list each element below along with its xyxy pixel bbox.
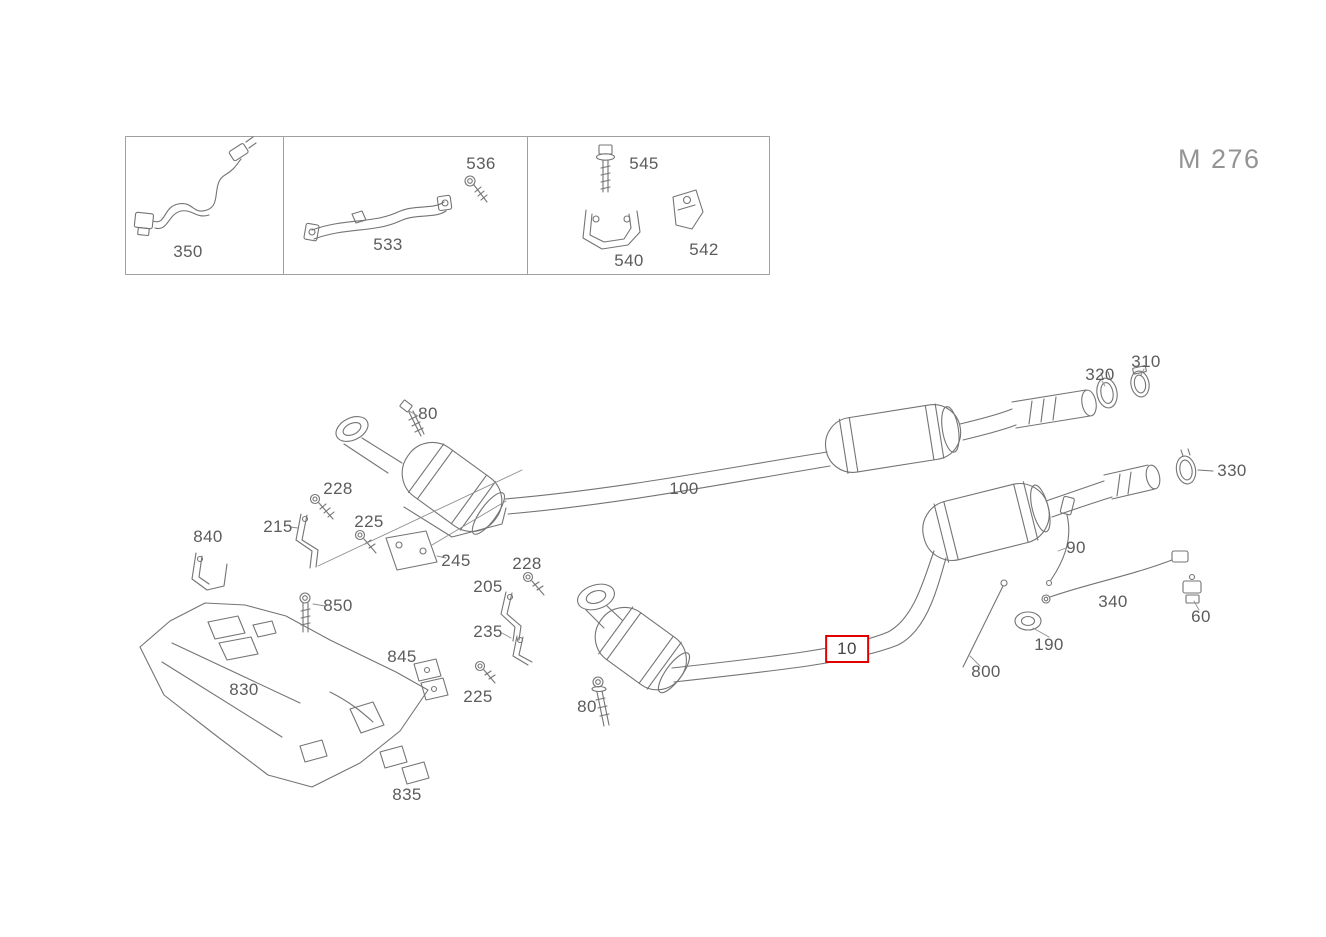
rear-muffler-lower-art	[922, 481, 1051, 563]
part-190-gasket-art	[1014, 611, 1042, 631]
part-label[interactable]: 215	[263, 517, 293, 536]
part-label[interactable]: 320	[1085, 365, 1115, 384]
part-label[interactable]: 536	[466, 154, 496, 173]
part-245-bracket-art	[385, 530, 438, 571]
inset-box	[125, 136, 770, 275]
part-label[interactable]: 330	[1217, 461, 1247, 480]
part-label[interactable]: 245	[441, 551, 471, 570]
part-label[interactable]: 850	[323, 596, 353, 615]
leader-lines	[289, 368, 1200, 667]
part-label[interactable]: 350	[173, 242, 203, 261]
part-100-front-pipe-art	[504, 451, 831, 515]
part-label[interactable]: 845	[387, 647, 417, 666]
part-533-bracket-art	[303, 194, 453, 242]
part-label[interactable]: 190	[1034, 635, 1064, 654]
part-330-clamp-art	[1175, 448, 1214, 485]
part-840-bracket-art	[191, 552, 228, 591]
part-215-bracket-art	[295, 513, 319, 569]
part-label[interactable]: 310	[1131, 352, 1161, 371]
part-label[interactable]: 800	[971, 662, 1001, 681]
part-label[interactable]: 830	[229, 680, 259, 699]
part-label[interactable]: 228	[323, 479, 353, 498]
part-542-bracket-art	[672, 189, 704, 230]
part-label[interactable]: 205	[473, 577, 503, 596]
part-228-lower-bolt-art	[522, 571, 545, 596]
part-90-oxygen-sensor-art	[1045, 495, 1075, 587]
part-label[interactable]: 80	[577, 697, 597, 716]
part-350-oxygen-sensor-art	[133, 136, 257, 237]
part-205-bracket-art	[500, 591, 522, 642]
part-800-probe-art	[962, 579, 1008, 668]
part-label[interactable]: 542	[689, 240, 719, 259]
part-835-brackets-art	[379, 745, 430, 785]
part-label[interactable]: 545	[629, 154, 659, 173]
engine-code: M 276	[1178, 144, 1261, 174]
part-10-center-pipe-art	[671, 550, 947, 683]
part-340-oxygen-sensor-art	[1041, 550, 1189, 604]
part-label[interactable]: 840	[193, 527, 223, 546]
part-80-lower-bolt-art	[591, 676, 610, 727]
part-label[interactable]: 225	[463, 687, 493, 706]
part-830-heat-shield-art	[139, 602, 429, 788]
rear-muffler-upper-art	[824, 403, 962, 475]
part-label[interactable]: 340	[1098, 592, 1128, 611]
part-label[interactable]: 225	[354, 512, 384, 531]
part-545-bolt-art	[595, 144, 616, 193]
part-label[interactable]: 100	[669, 479, 699, 498]
part-label[interactable]: 835	[392, 785, 422, 804]
part-310-clamp-art	[1130, 365, 1150, 398]
lower-tailpipe-art	[1045, 464, 1161, 518]
selected-part-label[interactable]: 10	[825, 635, 869, 663]
lower-flange-art	[577, 583, 623, 629]
lower-catalyst-art	[594, 606, 691, 694]
part-label[interactable]: 60	[1191, 607, 1211, 626]
part-320-clamp-art	[1096, 371, 1118, 409]
part-label[interactable]: 235	[473, 622, 503, 641]
part-225-upper-bolt-art	[354, 529, 377, 554]
upper-tailpipe-art	[959, 389, 1097, 441]
part-540-bracket-art	[582, 209, 641, 250]
part-845-bracket-art	[413, 658, 449, 701]
part-80-upper-bolt-art	[399, 399, 425, 437]
part-536-bolt-art	[464, 175, 488, 203]
part-225-lower-bolt-art	[474, 660, 496, 684]
part-60-clamp-art	[1182, 573, 1202, 604]
part-label[interactable]: 540	[614, 251, 644, 270]
part-850-bolt-art	[299, 592, 311, 633]
catalyst-shield-art	[403, 506, 507, 538]
part-235-bracket-art	[512, 635, 533, 666]
front-catalyst-art	[401, 441, 506, 535]
part-label[interactable]: 533	[373, 235, 403, 254]
part-228-upper-bolt-art	[309, 493, 335, 520]
front-flange-art	[335, 416, 403, 474]
part-label[interactable]: 90	[1066, 538, 1086, 557]
part-label[interactable]: 80	[418, 404, 438, 423]
part-label[interactable]: 228	[512, 554, 542, 573]
